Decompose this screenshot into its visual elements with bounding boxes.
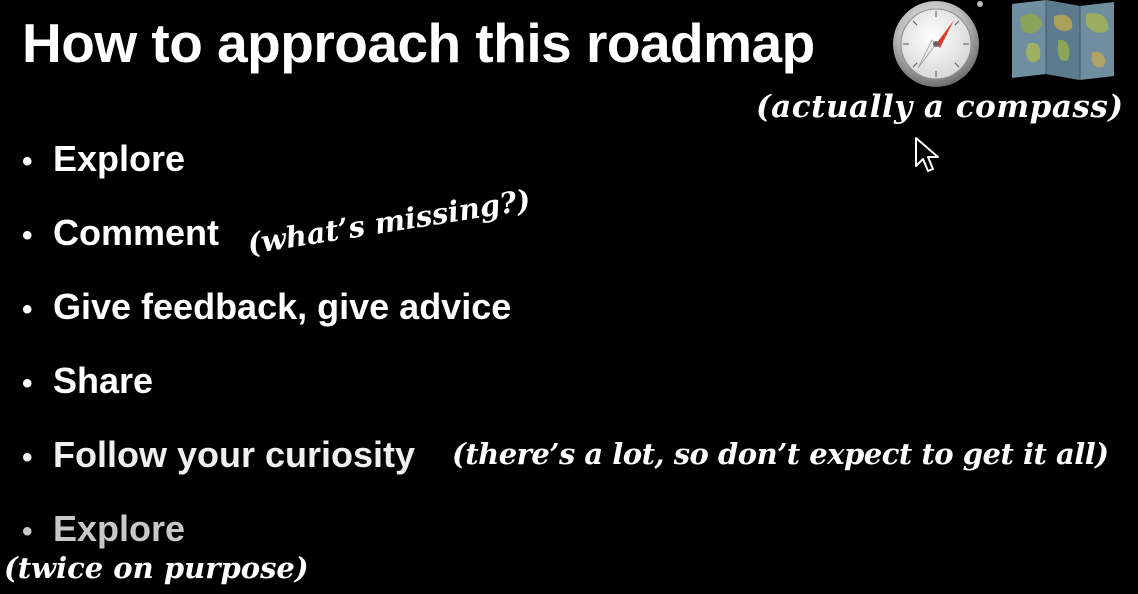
bullet-explore-again: • Explore [22, 498, 511, 572]
bullet-text: Follow your curiosity [53, 434, 416, 475]
bullet-marker: • [22, 293, 33, 326]
bullet-explore: • Explore [22, 128, 511, 202]
slide-title: How to approach this roadmap [22, 12, 815, 74]
bullet-text: Explore [53, 138, 186, 179]
bullet-comment: • Comment [22, 202, 511, 276]
bullet-follow-curiosity: • Follow your curiosity [22, 424, 511, 498]
bullet-list: • Explore • Comment • Give feedback, give a… [22, 128, 511, 572]
bullet-text: Share [53, 360, 154, 401]
bullet-marker: • [22, 515, 33, 548]
mouse-cursor-icon [915, 137, 939, 172]
twice-annotation: (twice on purpose) [4, 551, 309, 585]
bullet-marker: • [22, 367, 33, 400]
map-icon [1012, 0, 1114, 80]
bullet-text: Comment [53, 212, 220, 253]
bullet-text: Explore [53, 508, 186, 549]
bullet-share: • Share [22, 350, 511, 424]
bullet-give-feedback: • Give feedback, give advice [22, 276, 511, 350]
bullet-text: Give feedback, give advice [53, 286, 512, 327]
compass-icon [893, 1, 983, 87]
compass-annotation: (actually a compass) [756, 89, 1124, 125]
bullet-marker: • [22, 219, 33, 252]
bullet-marker: • [22, 145, 33, 178]
bullet-marker: • [22, 441, 33, 474]
curiosity-annotation: (there’s a lot, so don’t expect to get i… [452, 437, 1109, 471]
